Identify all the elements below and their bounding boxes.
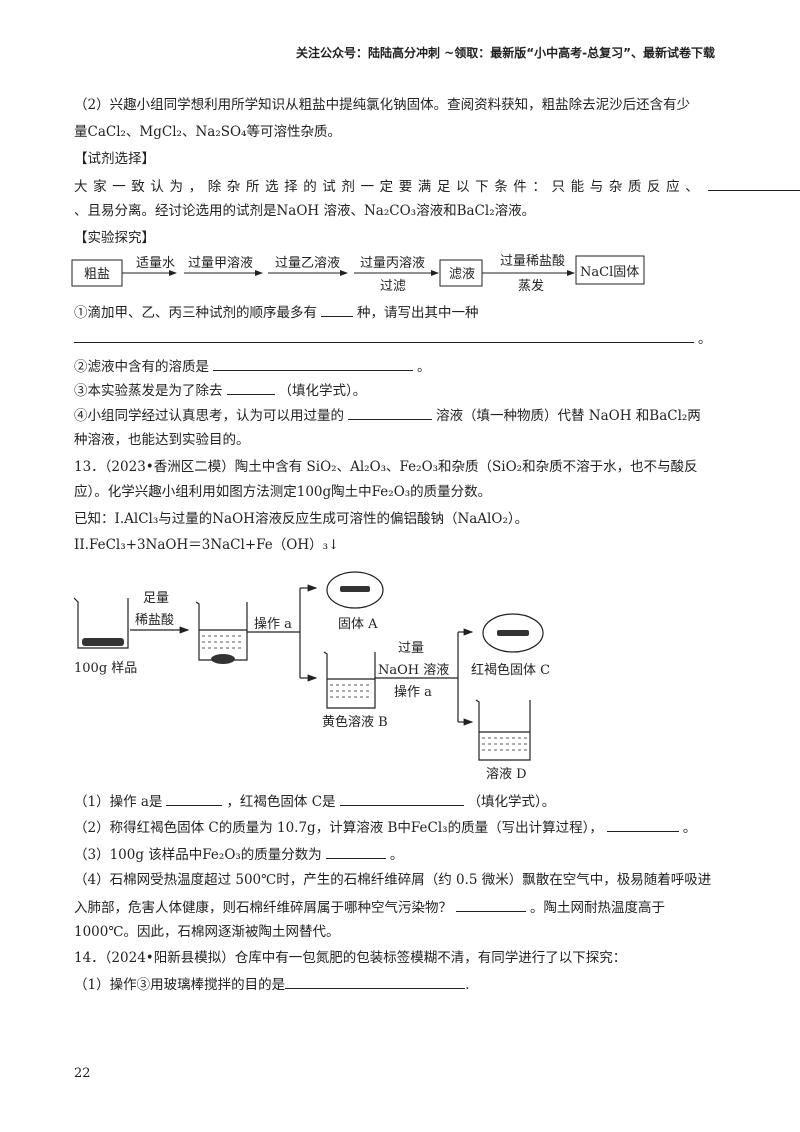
answer-blank[interactable] (166, 791, 223, 806)
label-operation: 操作 a (394, 684, 432, 700)
text-line: ①滴加甲、乙、丙三种试剂的顺序最多有 种，请写出其中一种 (74, 302, 479, 322)
text: . (465, 977, 470, 993)
text-line: （1）操作 a是 ，红褐色固体 C是 （填化学式）。 (74, 791, 555, 811)
text: 入肺部，危害人体健康，则石棉纤维碎屑属于哪种空气污染物？ (74, 900, 452, 916)
text-line: （4）石棉网受热温度超过 500℃时，产生的石棉纤维碎屑（约 0.5 微米）飘散… (74, 872, 712, 888)
text: ④小组同学经过认真思考，认为可以用过量的 (74, 408, 344, 424)
beaker-icon (73, 597, 129, 649)
label-naoh: 过量 (398, 641, 424, 656)
label-solid-a: 固体 A (338, 617, 378, 632)
beaker-icon (323, 651, 376, 709)
label-solid-c: 红褐色固体 C (471, 662, 550, 678)
flow-diagram: 粗盐 适量水 过量甲溶液 过量乙溶液 过量丙溶液 过滤 滤液 过量稀盐酸 蒸发 … (71, 254, 645, 294)
text-line: ④小组同学经过认真思考，认为可以用过量的 溶液（填一种物质）代替 NaOH 和Ba… (74, 405, 701, 425)
text: 。 (698, 331, 712, 347)
answer-blank[interactable] (321, 302, 353, 317)
text: ，红褐色固体 C是 (226, 794, 336, 810)
label-solution-b: 黄色溶液 B (322, 714, 388, 730)
flow-step: 过量甲溶液 (188, 256, 253, 271)
text: 。 (389, 847, 404, 863)
text-line: （2）称得红褐色固体 C的质量为 10.7g，计算溶液 B中FeCl₃的质量（写… (74, 817, 696, 837)
text-line: ②滤液中含有的溶质是 。 (74, 356, 431, 376)
flow-end: NaCl固体 (580, 265, 639, 280)
text: （填化学式）。 (467, 794, 556, 810)
question-13: 13．（2023•香洲区二模）陶土中含有 SiO₂、Al₂O₃、Fe₂O₃和杂质… (74, 459, 698, 475)
answer-blank[interactable] (456, 897, 526, 912)
text: （2）称得红褐色固体 C的质量为 10.7g，计算溶液 B中FeCl₃的质量（写… (74, 820, 603, 836)
text: 。 (417, 359, 431, 375)
experiment-diagram: 100g 样品 足量 稀盐酸 操作 a 固体 A 黄色溶液 B 过量 NaOH … (73, 571, 550, 782)
solid-a-icon (326, 571, 384, 609)
text: （填化学式）。 (278, 383, 367, 399)
label-naoh: NaOH 溶液 (378, 663, 449, 678)
sample-solid (82, 638, 124, 646)
beaker-icon (195, 601, 248, 661)
flow-step: 过滤 (380, 279, 406, 294)
beaker-icon (475, 699, 531, 761)
answer-blank[interactable] (606, 817, 679, 832)
flow-box (575, 255, 645, 285)
answer-blank[interactable] (285, 974, 466, 989)
text: （3）100g 该样品中Fe₂O₃的质量分数为 (74, 847, 322, 863)
text: （1）操作 a是 (74, 794, 163, 810)
section-heading: 【实验探究】 (74, 230, 155, 246)
answer-blank[interactable] (348, 405, 432, 420)
text: ③本实验蒸发是为了除去 (74, 383, 223, 399)
label-acid: 稀盐酸 (135, 613, 174, 628)
label-operation: 操作 a (254, 616, 292, 632)
answer-blank[interactable] (708, 176, 800, 191)
text: 。陶土网耐热温度高于 (530, 900, 665, 916)
answer-blank[interactable] (325, 844, 386, 859)
label-sample: 100g 样品 (74, 661, 137, 676)
text-line: 应）。化学兴趣小组利用如图方法测定100g陶土中Fe₂O₃的质量分数。 (74, 484, 492, 500)
answer-blank[interactable] (226, 380, 275, 395)
text: 种，请写出其中一种 (357, 305, 479, 321)
flow-step: 蒸发 (518, 278, 544, 294)
text-line: 量CaCl₂、MgCl₂、Na₂SO₄等可溶性杂质。 (74, 124, 341, 140)
flow-step: 过量丙溶液 (360, 256, 425, 271)
text: 大家一致认为，除杂所选择的试剂一定要满足以下条件：只能与杂质反应、 (74, 179, 705, 195)
text: ①滴加甲、乙、丙三种试剂的顺序最多有 (74, 305, 317, 321)
text-line: 种溶液，也能达到实验目的。 (74, 432, 250, 448)
label-solution-d: 溶液 D (486, 767, 527, 782)
text-line: 、且易分离。经讨论选用的试剂是NaOH 溶液、Na₂CO₃溶液和BaCl₂溶液。 (74, 203, 536, 219)
flow-step: 适量水 (136, 256, 175, 271)
text: 溶液（填一种物质）代替 NaOH 和BaCl₂两 (436, 408, 701, 424)
flow-step: 过量稀盐酸 (500, 254, 565, 269)
page-header: 关注公众号：陆陆高分冲刺 ~领取：最新版“小中高考-总复习”、最新试卷下载 (296, 46, 715, 60)
answer-blank[interactable] (74, 328, 694, 343)
text-line: 大家一致认为，除杂所选择的试剂一定要满足以下条件：只能与杂质反应、 (74, 176, 800, 196)
residue (211, 654, 235, 664)
label-acid: 足量 (143, 591, 169, 606)
text: （1）操作③用玻璃棒搅拌的目的是 (74, 977, 286, 993)
text-line: 。 (74, 328, 712, 348)
text-line: II.FeCl₃+3NaOH＝3NaCl+Fe（OH）₃↓ (74, 537, 340, 553)
section-heading: 【试剂选择】 (74, 151, 155, 167)
question-14: 14．（2024•阳新县模拟）仓库中有一包氮肥的包装标签模糊不清，有同学进行了以… (74, 950, 627, 966)
text-line: 已知：Ⅰ.AlCl₃与过量的NaOH溶液反应生成可溶性的偏铝酸钠（NaAlO₂）… (74, 511, 529, 527)
answer-blank[interactable] (339, 791, 464, 806)
answer-blank[interactable] (213, 356, 413, 371)
text-line: （1）操作③用玻璃棒搅拌的目的是. (74, 974, 469, 994)
text-line: （3）100g 该样品中Fe₂O₃的质量分数为 。 (74, 844, 403, 864)
page-number: 22 (74, 1066, 91, 1081)
flow-mid: 滤液 (449, 267, 475, 282)
text: ②滤液中含有的溶质是 (74, 359, 209, 375)
text-line: 1000℃。因此，石棉网逐渐被陶土网替代。 (74, 924, 340, 940)
text-line: 入肺部，危害人体健康，则石棉纤维碎屑属于哪种空气污染物？ 。陶土网耐热温度高于 (74, 897, 665, 917)
text-line: ③本实验蒸发是为了除去 （填化学式）。 (74, 380, 366, 400)
solid-c-icon (482, 613, 544, 653)
text-line: （2）兴趣小组同学想利用所学知识从粗盐中提纯氯化钠固体。查阅资料获知，粗盐除去泥… (74, 97, 691, 113)
text: 。 (682, 820, 697, 836)
flow-start: 粗盐 (84, 267, 110, 282)
flow-step: 过量乙溶液 (275, 256, 340, 271)
